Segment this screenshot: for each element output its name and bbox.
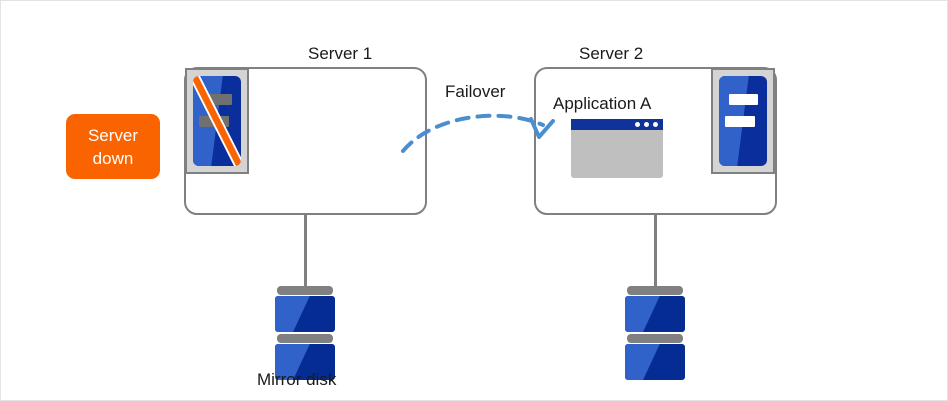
failover-arrow-icon	[401, 113, 555, 153]
server-down-slash-icon	[193, 76, 241, 166]
server-unit-bar-top	[202, 94, 233, 105]
disk-platter-bottom	[625, 344, 685, 380]
window-dot-2	[644, 122, 649, 127]
server-unit-bar-bottom	[724, 115, 755, 127]
server-1-disk-connector	[304, 214, 307, 288]
server-down-badge: Server down	[66, 114, 160, 179]
server-down-badge-line2: down	[92, 148, 134, 168]
server-unit-icon-active	[711, 68, 775, 174]
server-2-title: Server 2	[579, 44, 644, 63]
failover-label: Failover	[445, 82, 506, 101]
window-dot-1	[635, 122, 640, 127]
disk-platter-bottom	[275, 344, 335, 380]
disk-cap-middle	[627, 334, 683, 343]
application-window-body	[571, 130, 663, 178]
server-down-badge-line1: Server	[87, 125, 139, 145]
mirror-disk-label: Mirror disk	[257, 370, 337, 389]
disk-cap-top	[627, 286, 683, 295]
server-2-disk-connector	[654, 214, 657, 288]
window-dot-3	[653, 122, 658, 127]
mirror-disk-stack-left	[275, 286, 335, 380]
mirror-disk-stack-right	[625, 286, 685, 380]
disk-platter-top	[625, 296, 685, 332]
disk-platter-top	[275, 296, 335, 332]
server-1-title: Server 1	[308, 44, 373, 63]
application-window-icon	[571, 119, 663, 178]
disk-cap-middle	[277, 334, 333, 343]
disk-cap-top	[277, 286, 333, 295]
server-unit-body	[719, 76, 767, 166]
application-window-titlebar	[571, 119, 663, 130]
server-unit-icon-inactive	[185, 68, 249, 174]
server-unit-bar-top	[728, 94, 759, 105]
application-a-label: Application A	[553, 94, 652, 113]
server-unit-body	[193, 76, 241, 166]
